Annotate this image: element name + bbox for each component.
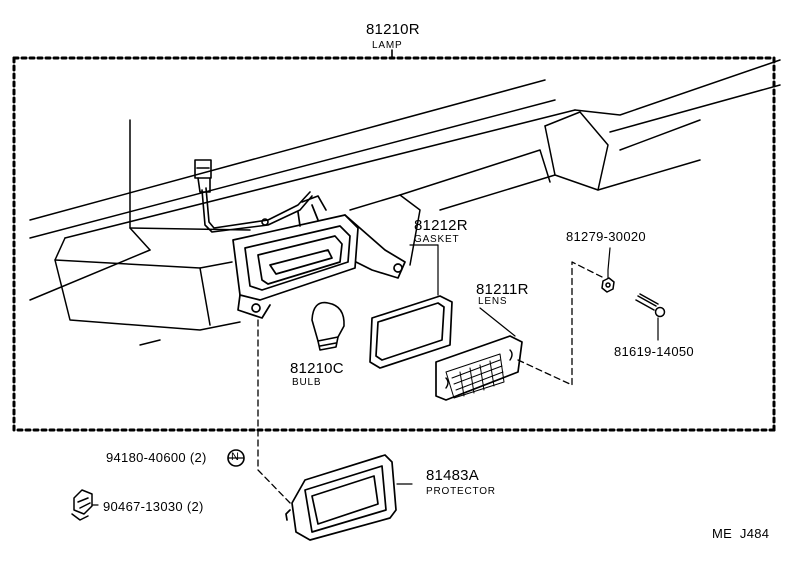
protector-part-name: PROTECTOR	[426, 486, 496, 497]
gasket-part-name: GASKET	[414, 234, 460, 245]
nut-shape	[601, 277, 615, 293]
wire-harness	[194, 159, 313, 233]
gasket-shape	[369, 295, 453, 369]
protector-part-number: 81483A	[426, 467, 479, 484]
bulb-part-number: 81210C	[290, 360, 344, 377]
bulb-part-name: BULB	[292, 377, 322, 388]
protector-shape	[285, 454, 397, 541]
lens-part-name: LENS	[478, 296, 508, 307]
lamp-housing	[232, 195, 406, 319]
grommet-part-number: 90467-13030 (2)	[103, 499, 204, 514]
clip-symbol-letter: N	[231, 451, 239, 463]
lens-shape	[435, 335, 523, 401]
clip-part-number: 94180-40600 (2)	[106, 450, 207, 465]
grommet-shape	[71, 489, 93, 521]
assembly-dash-lines	[257, 261, 605, 506]
bulb-shape	[311, 301, 345, 351]
lamp-assembly-boundary	[12, 56, 776, 432]
diagram-reference-code: ME J484	[712, 526, 770, 541]
vehicle-bumper-outline	[29, 59, 781, 346]
clip-symbol-circle	[227, 449, 245, 467]
nut-part-number: 81279-30020	[566, 229, 646, 244]
lamp-part-number: 81210R	[366, 21, 420, 38]
leader-lines	[91, 244, 659, 506]
screw-shape	[635, 293, 666, 318]
lamp-part-name: LAMP	[372, 40, 403, 51]
gasket-part-number: 81212R	[414, 217, 468, 234]
lens-part-number: 81211R	[476, 281, 529, 298]
screw-part-number: 81619-14050	[614, 344, 694, 359]
